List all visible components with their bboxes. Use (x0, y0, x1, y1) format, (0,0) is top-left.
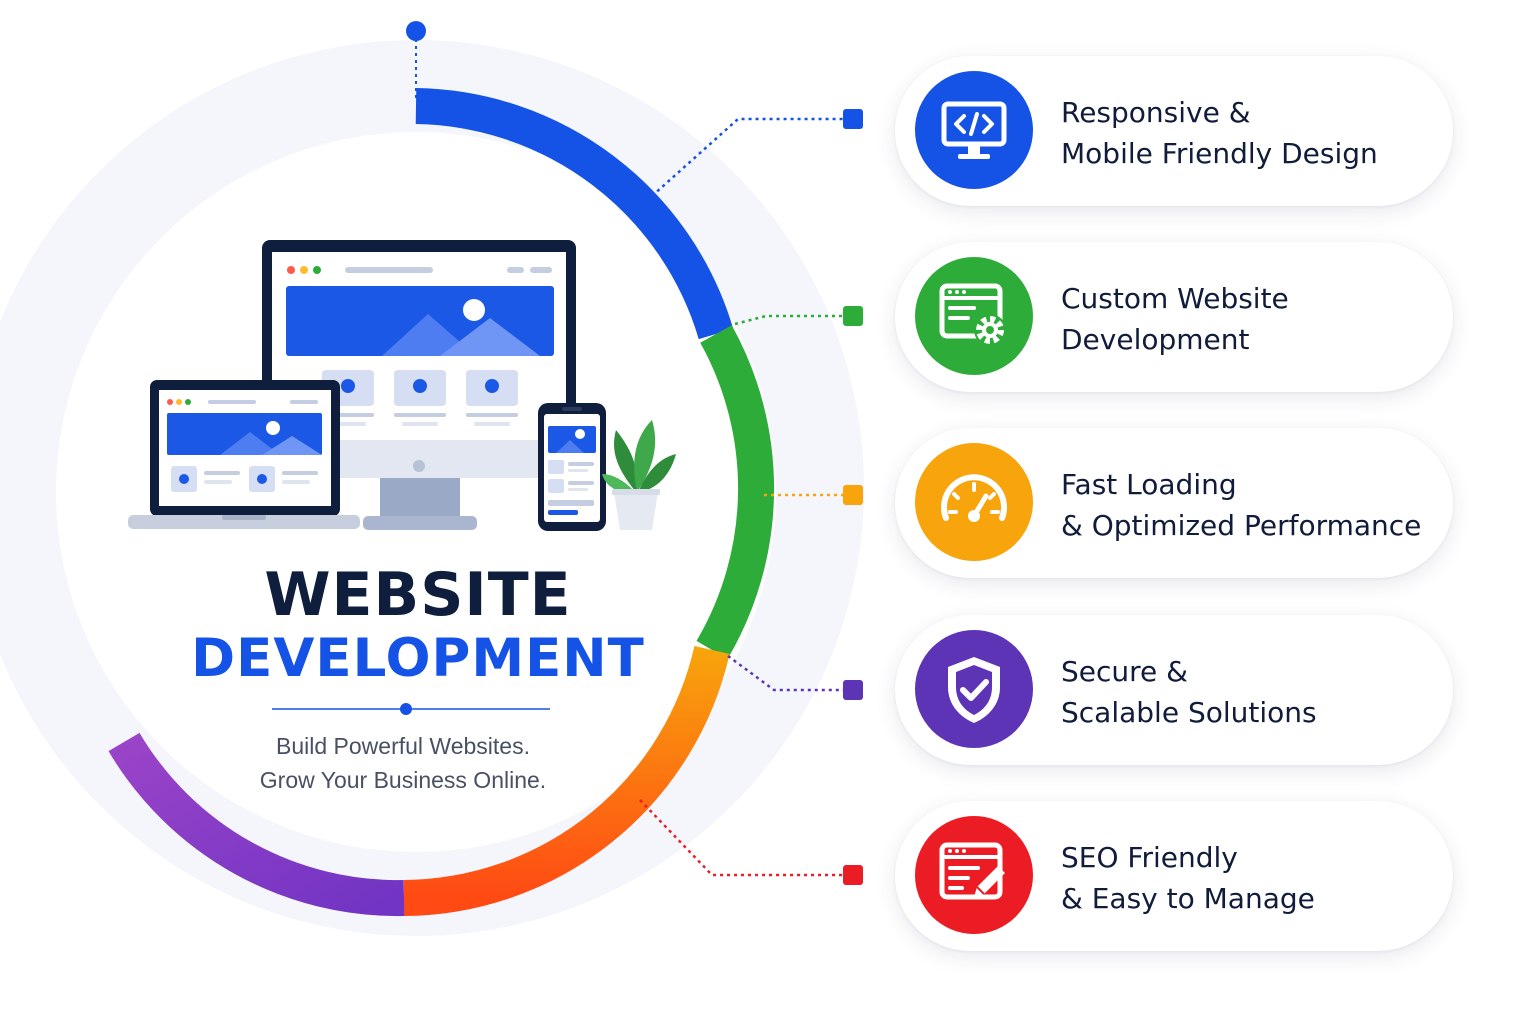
connector-1 (651, 109, 863, 197)
code-monitor-icon (915, 71, 1033, 189)
feature-3-line-2: & Optimized Performance (1061, 509, 1422, 542)
plant-icon (602, 420, 676, 530)
feature-5-line-1: SEO Friendly (1061, 841, 1238, 874)
tagline-line-1: Build Powerful Websites. (276, 733, 530, 759)
title-line-1: WEBSITE (264, 560, 572, 630)
feature-card-fast: Fast Loading & Optimized Performance (895, 428, 1453, 578)
arc-green (696, 325, 775, 660)
feature-2-line-2: Development (1061, 323, 1250, 356)
feature-2-line-1: Custom Website (1061, 282, 1289, 315)
feature-3-line-1: Fast Loading (1061, 468, 1237, 501)
feature-1-line-2: Mobile Friendly Design (1061, 137, 1378, 170)
title-line-2: DEVELOPMENT (191, 628, 645, 689)
feature-4-line-2: Scalable Solutions (1061, 696, 1317, 729)
feature-4-line-1: Secure & (1061, 655, 1188, 688)
title-divider (272, 703, 550, 715)
connector-5 (639, 799, 863, 885)
browser-gear-icon (915, 257, 1033, 375)
connector-4 (727, 654, 863, 700)
arc-blue (415, 88, 734, 340)
feature-card-responsive: Responsive & Mobile Friendly Design (895, 56, 1453, 206)
desktop-monitor-icon (262, 240, 576, 530)
browser-edit-icon (915, 816, 1033, 934)
top-marker-dot (406, 21, 426, 41)
shield-check-icon (915, 630, 1033, 748)
connector-3 (764, 485, 863, 505)
feature-5-line-2: & Easy to Manage (1061, 882, 1315, 915)
feature-card-custom: Custom Website Development (895, 242, 1453, 392)
feature-card-seo: SEO Friendly & Easy to Manage (895, 801, 1453, 951)
speedometer-icon (915, 443, 1033, 561)
laptop-icon (128, 380, 360, 529)
devices-illustration (128, 240, 676, 531)
arc-orange (403, 646, 730, 916)
feature-card-secure: Secure & Scalable Solutions (895, 615, 1453, 765)
tagline-line-2: Grow Your Business Online. (259, 767, 547, 793)
arc-purple (108, 732, 405, 917)
connector-2 (734, 306, 863, 326)
phone-icon (538, 403, 606, 531)
feature-1-line-1: Responsive & (1061, 96, 1251, 129)
